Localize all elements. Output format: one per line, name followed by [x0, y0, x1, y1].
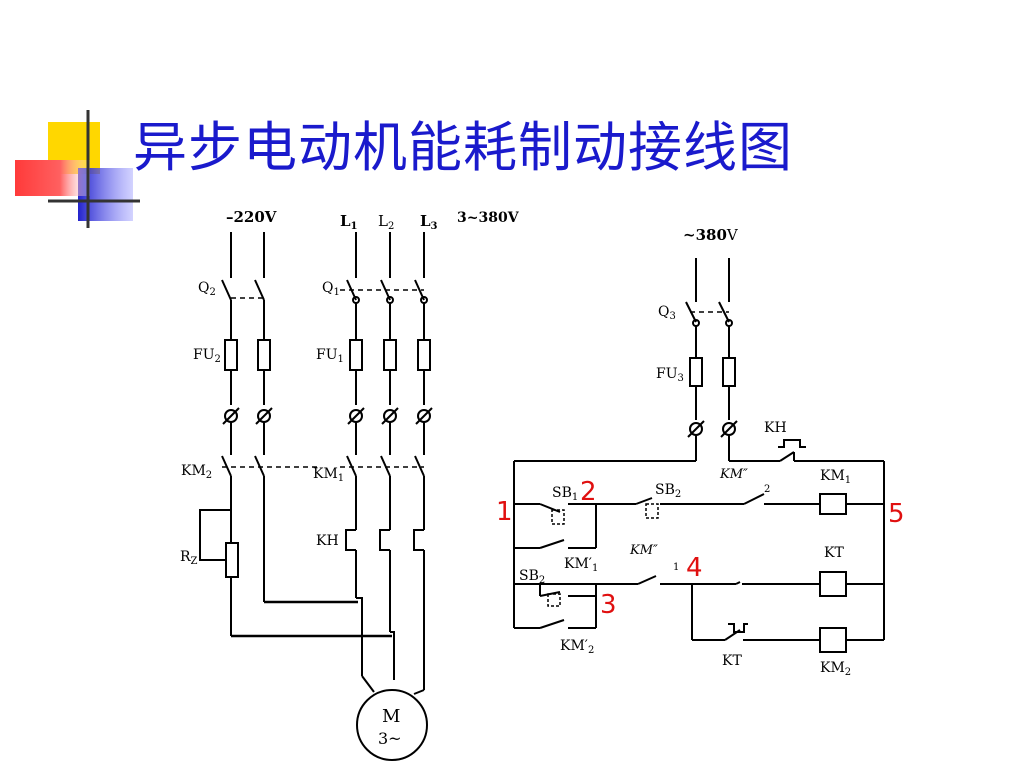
phase-l3-label: L3 — [420, 212, 438, 232]
km1-main-label: KM1 — [313, 466, 344, 484]
motor-phase-label: 3~ — [378, 729, 402, 748]
node-markers: 1 2 3 4 5 — [496, 477, 905, 620]
node-marker-5: 5 — [888, 499, 905, 529]
control-supply-label: ~380V — [683, 226, 739, 244]
slide-logo — [15, 110, 980, 228]
km-dd-1-index: 1 — [673, 562, 679, 573]
kh-control-label: KH — [764, 420, 787, 436]
motor-label: M — [382, 706, 400, 727]
sb2-top-label: SB2 — [655, 482, 681, 500]
coil-kt-label: KT — [824, 545, 844, 561]
main-circuit — [199, 232, 433, 761]
logo-red-square — [15, 160, 90, 196]
q3-label: Q3 — [658, 304, 676, 322]
coil-km2-label: KM2 — [820, 660, 851, 678]
kt-contact-label: KT — [722, 653, 742, 669]
rz-label: RZ — [180, 549, 198, 567]
node-marker-1: 1 — [496, 497, 513, 527]
km2-main-label: KM2 — [181, 463, 212, 481]
km-dd-2-index: 2 — [764, 484, 770, 495]
coil-km1-label: KM1 — [820, 468, 851, 486]
phase-l2-label: L2 — [378, 212, 394, 232]
fu1-label: FU1 — [316, 347, 344, 365]
fu2-label: FU2 — [193, 347, 221, 365]
q2-label: Q2 — [198, 280, 216, 298]
main-circuit-labels: –220V L1 L2 L3 3~380V Q2 Q1 FU2 FU1 KM2 … — [180, 208, 520, 748]
km-dd-2-label: KM″ — [719, 467, 748, 482]
sb1-label: SB1 — [552, 485, 578, 503]
fu3-label: FU3 — [656, 366, 684, 384]
node-marker-3: 3 — [600, 590, 617, 620]
node-marker-4: 4 — [686, 553, 703, 583]
control-circuit-labels: ~380V Q3 FU3 KH KM″ 2 SB1 SB2 KM1 KM′1 K… — [519, 226, 851, 678]
dc-supply-label: –220V — [226, 208, 277, 226]
node-marker-2: 2 — [580, 477, 597, 507]
control-circuit — [513, 258, 885, 653]
three-phase-supply-label: 3~380V — [457, 210, 520, 226]
km-dd-1-label: KM″ — [629, 543, 658, 558]
kh-main-label: KH — [316, 533, 339, 549]
slide-title: 异步电动机能耗制动接线图 — [133, 116, 793, 179]
motor-circle — [356, 689, 428, 761]
sb2-left-label: SB2 — [519, 568, 545, 586]
km2-prime-label: KM′2 — [560, 638, 594, 656]
phase-l1-label: L1 — [340, 212, 358, 232]
q1-label: Q1 — [322, 280, 340, 298]
km1-prime-label: KM′1 — [564, 556, 598, 574]
